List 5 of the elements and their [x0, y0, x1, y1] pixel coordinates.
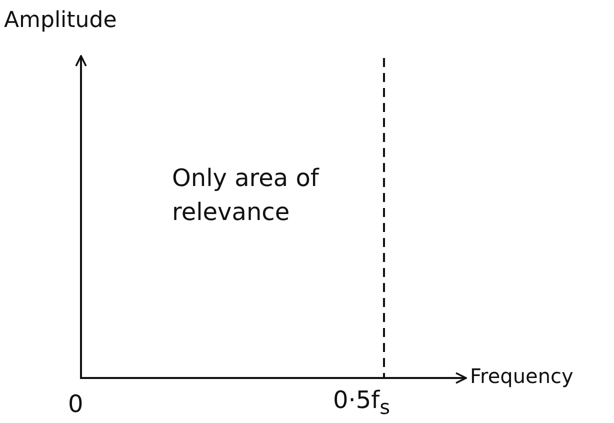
axis-label: 0 — [68, 389, 84, 420]
axis-label: Amplitude — [4, 7, 117, 35]
axis-label: 0·5f$_{s}$ — [333, 385, 390, 421]
axis-label: Only area of relevance — [172, 163, 320, 228]
axis-label: Frequency — [470, 363, 574, 390]
